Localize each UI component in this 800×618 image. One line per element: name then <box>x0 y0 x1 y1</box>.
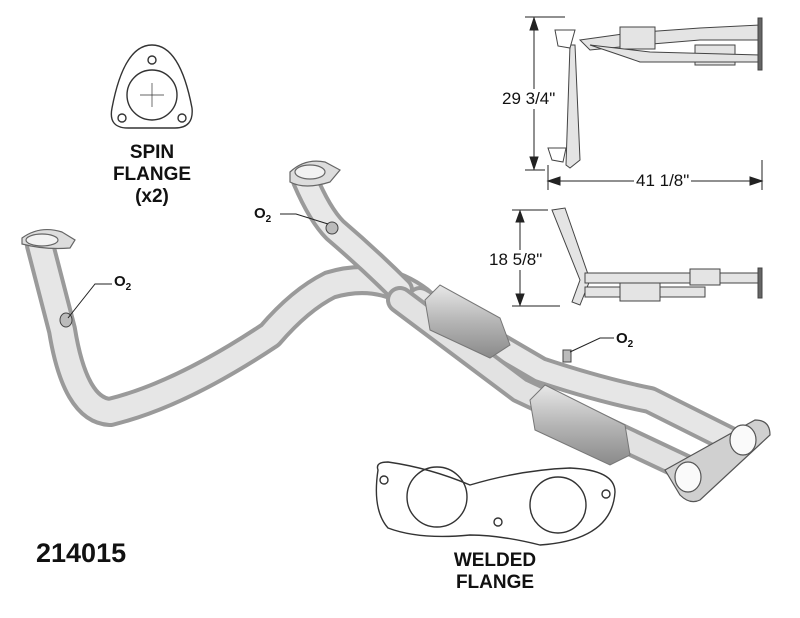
spin-flange-line1: SPIN <box>129 142 175 163</box>
o2-leaders <box>67 213 614 353</box>
o2-subscript: 2 <box>265 214 272 225</box>
dimension-height-top: 29 3/4" <box>500 89 558 109</box>
o2-letter: O <box>114 273 126 290</box>
welded-flange-label: WELDED FLANGE <box>420 550 570 594</box>
top-view-drawing <box>547 17 763 169</box>
welded-flange-line2: FLANGE <box>455 572 535 593</box>
side-view-drawing <box>551 207 763 306</box>
o2-letter: O <box>254 205 266 222</box>
welded-flange-line1: WELDED <box>453 550 537 571</box>
dimension-height-side: 18 5/8" <box>487 250 545 270</box>
part-number: 214015 <box>36 538 127 568</box>
spin-flange-line3: (x2) <box>135 186 169 207</box>
spin-flange-label: SPIN FLANGE (x2) <box>100 142 204 208</box>
o2-letter: O <box>616 330 628 347</box>
inlet-flanges <box>21 160 341 250</box>
o2-subscript: 2 <box>125 282 132 293</box>
dimension-lines <box>512 16 764 307</box>
spin-flange-line2: FLANGE <box>112 164 192 185</box>
dimension-width-top: 41 1/8" <box>634 171 692 191</box>
welded-flange-on-pipe <box>664 419 771 503</box>
o2-sensor-label-right: O2 <box>616 330 633 350</box>
o2-sensor-label-left: O2 <box>114 273 131 293</box>
spin-flange-drawing <box>110 44 193 129</box>
o2-subscript: 2 <box>627 339 634 350</box>
o2-sensor-label-center: O2 <box>254 205 271 225</box>
catalytic-converters <box>424 284 631 466</box>
main-pipe <box>25 166 744 484</box>
welded-flange-drawing <box>375 461 616 546</box>
